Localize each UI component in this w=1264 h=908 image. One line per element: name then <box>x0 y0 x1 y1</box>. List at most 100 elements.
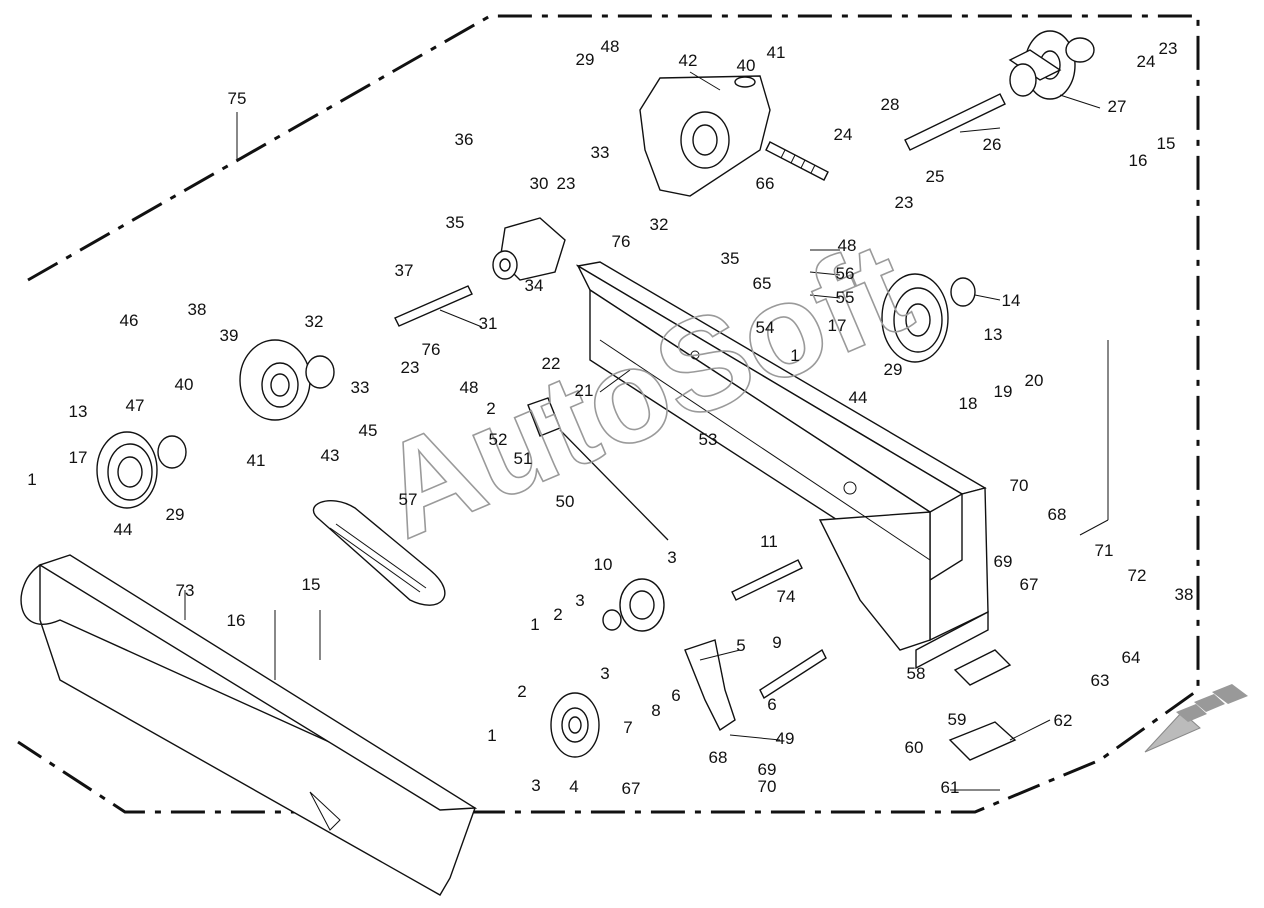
callout-72: 72 <box>1128 566 1147 585</box>
callout-48a: 48 <box>601 37 620 56</box>
pivot-shaft <box>731 559 803 601</box>
callout-69a: 69 <box>994 552 1013 571</box>
gear-housing <box>639 75 771 197</box>
callout-33a: 33 <box>591 143 610 162</box>
callout-3c: 3 <box>600 664 609 683</box>
callout-59: 59 <box>948 710 967 729</box>
tension-arm <box>684 639 736 732</box>
callout-56: 56 <box>836 264 855 283</box>
callout-3b: 3 <box>575 591 584 610</box>
drive-shaft <box>904 93 1006 151</box>
callout-4: 4 <box>569 777 578 796</box>
callout-32b: 32 <box>305 312 324 331</box>
callout-70a: 70 <box>1010 476 1029 495</box>
flange-plate <box>239 339 311 421</box>
callout-23a: 23 <box>1159 39 1178 58</box>
callout-34: 34 <box>525 276 544 295</box>
callout-22: 22 <box>542 354 561 373</box>
callout-41a: 41 <box>767 43 786 62</box>
callout-20: 20 <box>1025 371 1044 390</box>
callout-2c: 2 <box>517 682 526 701</box>
callout-43: 43 <box>321 446 340 465</box>
callout-37: 37 <box>395 261 414 280</box>
callout-11: 11 <box>760 532 778 551</box>
callout-15a: 15 <box>1157 134 1176 153</box>
hub-flange <box>1008 30 1095 100</box>
callout-48c: 48 <box>460 378 479 397</box>
callout-64: 64 <box>1122 648 1141 667</box>
callout-35b: 35 <box>721 249 740 268</box>
callout-1b: 1 <box>27 470 36 489</box>
callout-9: 9 <box>772 633 781 652</box>
callout-66: 66 <box>756 174 775 193</box>
spring <box>527 397 561 437</box>
callout-62: 62 <box>1054 711 1073 730</box>
bearing-block <box>492 217 566 281</box>
callout-55: 55 <box>836 288 855 307</box>
callout-19: 19 <box>994 382 1013 401</box>
callout-16a: 16 <box>1129 151 1148 170</box>
bushing <box>305 355 335 389</box>
callout-39: 39 <box>220 326 239 345</box>
tension-rod <box>559 429 669 541</box>
callout-3a: 3 <box>667 548 676 567</box>
callout-23d: 23 <box>401 358 420 377</box>
callout-51: 51 <box>514 449 533 468</box>
belt-guard <box>20 554 478 896</box>
callout-38a: 38 <box>188 300 207 319</box>
callout-2a: 2 <box>486 399 495 418</box>
pulley-lower <box>550 692 600 758</box>
callout-40a: 40 <box>737 56 756 75</box>
callout-67b: 67 <box>622 779 641 798</box>
callout-3d: 3 <box>531 776 540 795</box>
callout-6a: 6 <box>671 686 680 705</box>
callout-18: 18 <box>959 394 978 413</box>
callout-70b: 70 <box>758 777 777 796</box>
callout-57: 57 <box>399 490 418 509</box>
callout-13a: 13 <box>984 325 1003 344</box>
callout-61: 61 <box>941 778 960 797</box>
tension-shaft <box>759 648 827 700</box>
callout-24b: 24 <box>834 125 853 144</box>
callout-26: 26 <box>983 135 1002 154</box>
callout-29a: 29 <box>576 50 595 69</box>
callout-6b: 6 <box>767 695 776 714</box>
callout-48b: 48 <box>838 236 857 255</box>
callout-60: 60 <box>905 738 924 757</box>
callout-17b: 17 <box>69 448 88 467</box>
leader-lines <box>184 71 1109 791</box>
direction-arrow-icon <box>1144 684 1248 753</box>
callout-40b: 40 <box>175 375 194 394</box>
callout-68b: 68 <box>709 748 728 767</box>
mounting-bracket-lower <box>948 721 1017 761</box>
callout-10: 10 <box>594 555 613 574</box>
callout-69b: 69 <box>758 760 777 779</box>
pulley-right <box>881 273 976 363</box>
callout-7: 7 <box>623 718 632 737</box>
callout-73: 73 <box>176 581 195 600</box>
callout-21: 21 <box>575 381 594 400</box>
callout-1a: 1 <box>790 346 799 365</box>
callout-67a: 67 <box>1020 575 1039 594</box>
callout-1c: 1 <box>530 615 539 634</box>
input-shaft <box>394 285 473 327</box>
callout-17a: 17 <box>828 316 847 335</box>
callout-46: 46 <box>120 311 139 330</box>
callout-71: 71 <box>1095 541 1114 560</box>
callout-63: 63 <box>1091 671 1110 690</box>
callout-53: 53 <box>699 430 718 449</box>
callout-8: 8 <box>651 701 660 720</box>
callout-38b: 38 <box>1175 585 1194 604</box>
callout-68a: 68 <box>1048 505 1067 524</box>
idler-pulley <box>602 578 665 632</box>
callout-2b: 2 <box>553 605 562 624</box>
callout-44a: 44 <box>849 388 868 407</box>
callout-47: 47 <box>126 396 145 415</box>
callout-35a: 35 <box>446 213 465 232</box>
callout-27: 27 <box>1108 97 1127 116</box>
callout-32a: 32 <box>650 215 669 234</box>
callout-29b: 29 <box>884 360 903 379</box>
